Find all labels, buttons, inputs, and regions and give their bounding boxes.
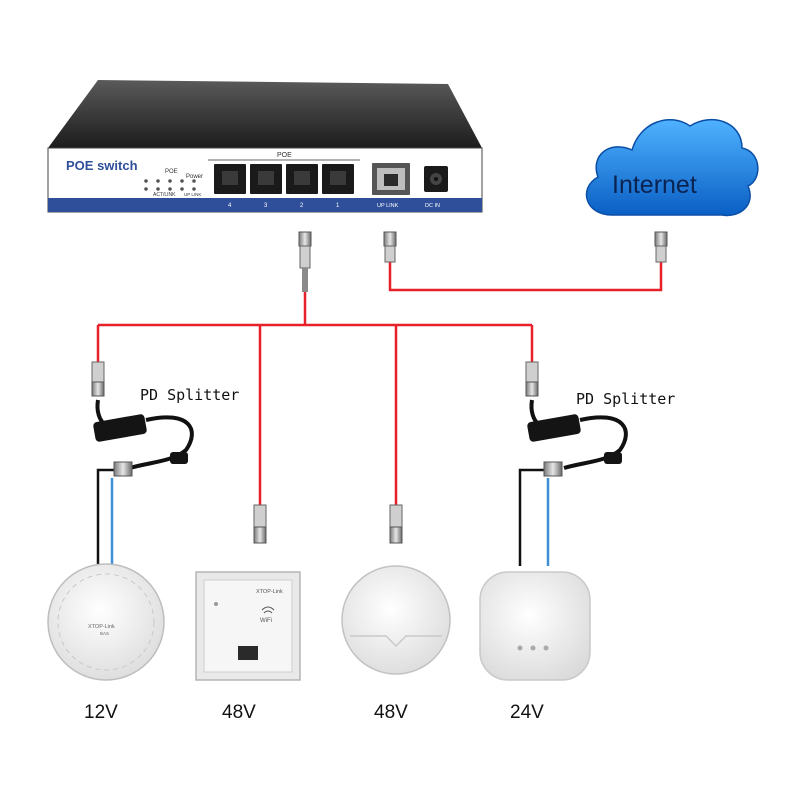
led-sub-label: ACT/LINK — [153, 192, 176, 198]
port-socket — [294, 171, 310, 185]
in-wall-access-point: XTOP-Link WiFi 48V — [195, 571, 301, 723]
pd-splitter-left: PD Splitter — [93, 386, 239, 477]
rj45-plug — [525, 381, 539, 397]
rj45-connectors — [91, 231, 668, 544]
poe-group-label: POE — [277, 152, 292, 159]
cloud-label: Internet — [612, 171, 697, 199]
led-indicator — [192, 179, 196, 183]
rj45-strain — [302, 268, 308, 292]
splitter-input-cable — [529, 399, 540, 426]
led-group-label: POE — [165, 169, 178, 175]
led-indicator — [168, 179, 172, 183]
rj45-boot — [253, 504, 267, 528]
rj45-boot — [299, 245, 311, 269]
power-label: Power — [186, 174, 203, 180]
port-number: 2 — [300, 203, 304, 209]
wifi-icon — [261, 606, 275, 614]
rj45-plug — [389, 526, 403, 544]
power-cable-left — [96, 468, 118, 566]
splitter-output-cable — [129, 415, 194, 470]
port-socket — [258, 171, 274, 185]
rj45-boot — [389, 504, 403, 528]
status-led — [214, 602, 218, 606]
splitter-label: PD Splitter — [576, 390, 675, 408]
led-indicator — [180, 179, 184, 183]
switch-top-panel — [48, 80, 482, 148]
led-indicator — [180, 187, 184, 191]
uplink-socket-inner — [384, 174, 398, 186]
port-socket — [222, 171, 238, 185]
rj45-plug — [298, 231, 312, 247]
port-number: 1 — [336, 203, 340, 209]
splitter-input-cable — [95, 399, 106, 426]
rj45-plug — [383, 231, 397, 247]
dcin-label: DC IN — [425, 203, 440, 209]
uplink-cable — [388, 262, 663, 292]
wall-rj45-port — [238, 646, 258, 660]
device-voltage: 12V — [84, 702, 118, 723]
splitter-body — [527, 414, 581, 442]
poe-switch: POE switch POE Power ACT/LINK UP LINK PO… — [47, 80, 483, 213]
dome-access-point: 48V — [341, 565, 451, 723]
square-access-point: 24V — [479, 571, 591, 723]
splitter-rj45-out — [113, 461, 133, 477]
rj45-boot — [525, 361, 539, 383]
ceiling-access-point: XTOP-Link BAS 12V — [47, 563, 165, 723]
led-indicator — [192, 187, 196, 191]
poe-ports: POE 4 3 2 1 — [208, 152, 360, 209]
splitter-output-cable — [563, 415, 628, 470]
led-indicator — [144, 187, 148, 191]
ap-body — [47, 563, 165, 681]
internet-cloud: Internet — [585, 118, 759, 217]
status-led — [543, 645, 549, 651]
splitter-dc-plug — [170, 452, 188, 464]
pd-splitter-right: PD Splitter — [527, 390, 675, 477]
ap-brand: XTOP-Link — [88, 624, 115, 630]
led-indicator — [168, 187, 172, 191]
rj45-plug — [91, 381, 105, 397]
rj45-boot — [655, 245, 667, 263]
power-cable-right — [518, 468, 552, 566]
wifi-label: WiFi — [260, 618, 272, 624]
dome-body — [341, 565, 451, 675]
rj45-plug — [654, 231, 668, 247]
splitter-label: PD Splitter — [140, 386, 239, 404]
led-indicator — [156, 179, 160, 183]
cabling — [96, 262, 663, 566]
ap-sub-label: BAS — [100, 631, 109, 636]
wall-ap-brand: XTOP-Link — [256, 589, 283, 595]
splitter-rj45-out — [543, 461, 563, 477]
ap-vent-ring — [57, 573, 155, 671]
switch-title: POE switch — [66, 158, 138, 173]
dome-seam — [350, 635, 442, 648]
led-group: POE Power ACT/LINK UP LINK — [144, 169, 203, 198]
device-voltage: 48V — [222, 702, 256, 723]
cloud-shape — [585, 118, 759, 217]
led-indicator — [156, 187, 160, 191]
uplink-label: UP LINK — [377, 203, 399, 209]
port-socket — [330, 171, 346, 185]
splitter-body — [93, 414, 147, 442]
device-voltage: 48V — [374, 702, 408, 723]
rj45-boot — [384, 245, 396, 263]
splitter-dc-plug — [604, 452, 622, 464]
rj45-plug — [253, 526, 267, 544]
rj45-boot — [91, 361, 105, 383]
port-number: 3 — [264, 203, 268, 209]
square-ap-body — [479, 571, 591, 681]
device-voltage: 24V — [510, 702, 544, 723]
dc-in-pin — [434, 177, 438, 181]
led-uplink-label: UP LINK — [184, 192, 201, 197]
status-led — [530, 645, 536, 651]
port-number: 4 — [228, 203, 232, 209]
status-led — [517, 645, 523, 651]
switch-label-strip — [48, 198, 482, 212]
led-indicator — [144, 179, 148, 183]
